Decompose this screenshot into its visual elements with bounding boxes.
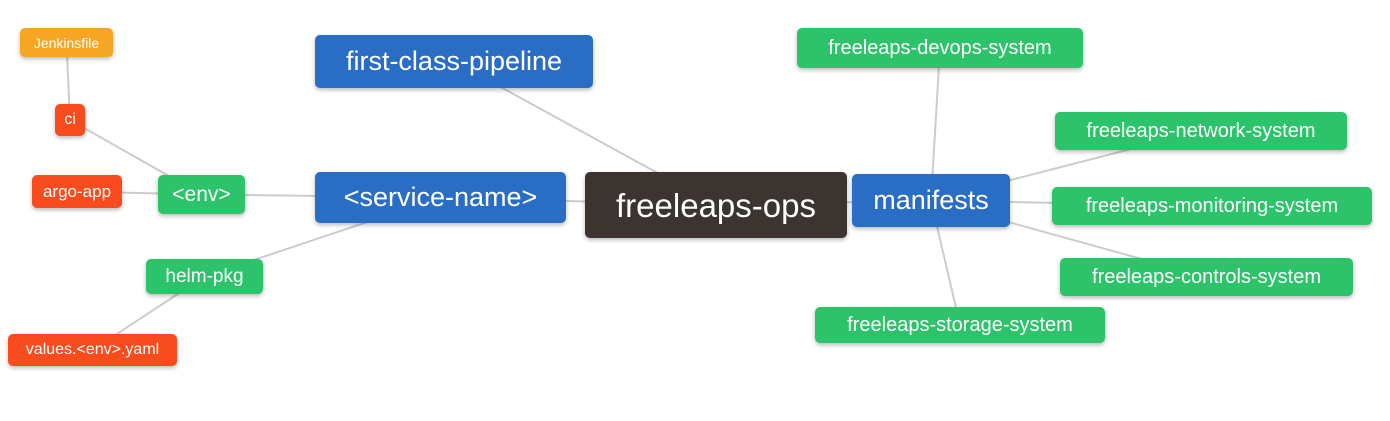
node-label: <service-name> (343, 182, 538, 212)
node-label: <env> (172, 183, 231, 206)
node-label: helm-pkg (165, 266, 244, 287)
node-label: freeleaps-storage-system (847, 314, 1073, 336)
node-freeleaps-ops[interactable]: freeleaps-ops (585, 172, 847, 238)
node-label: values.<env>.yaml (25, 341, 160, 358)
node-label: freeleaps-devops-system (828, 37, 1052, 59)
node-helm-pkg[interactable]: helm-pkg (146, 259, 263, 294)
node-label: freeleaps-ops (616, 186, 816, 224)
node-argo-app[interactable]: argo-app (32, 175, 122, 208)
node-label: manifests (873, 185, 989, 215)
node-label: freeleaps-monitoring-system (1085, 195, 1339, 217)
node-label: freeleaps-network-system (1086, 120, 1316, 142)
node-values-env-yaml[interactable]: values.<env>.yaml (8, 334, 177, 366)
node-service-name[interactable]: <service-name> (315, 172, 566, 223)
node-first-class-pipeline[interactable]: first-class-pipeline (315, 35, 593, 88)
node-controls-system[interactable]: freeleaps-controls-system (1060, 258, 1353, 296)
node-network-system[interactable]: freeleaps-network-system (1055, 112, 1347, 150)
node-jenkinsfile[interactable]: Jenkinsfile (20, 28, 113, 57)
node-label: ci (64, 111, 76, 128)
node-label: argo-app (42, 182, 112, 201)
node-manifests[interactable]: manifests (852, 174, 1010, 227)
node-env[interactable]: <env> (158, 175, 245, 214)
node-label: Jenkinsfile (33, 34, 100, 51)
node-label: first-class-pipeline (345, 46, 563, 76)
node-monitoring-system[interactable]: freeleaps-monitoring-system (1052, 187, 1372, 225)
node-ci[interactable]: ci (55, 104, 85, 136)
node-devops-system[interactable]: freeleaps-devops-system (797, 28, 1083, 68)
node-storage-system[interactable]: freeleaps-storage-system (815, 307, 1105, 343)
node-label: freeleaps-controls-system (1092, 266, 1321, 288)
